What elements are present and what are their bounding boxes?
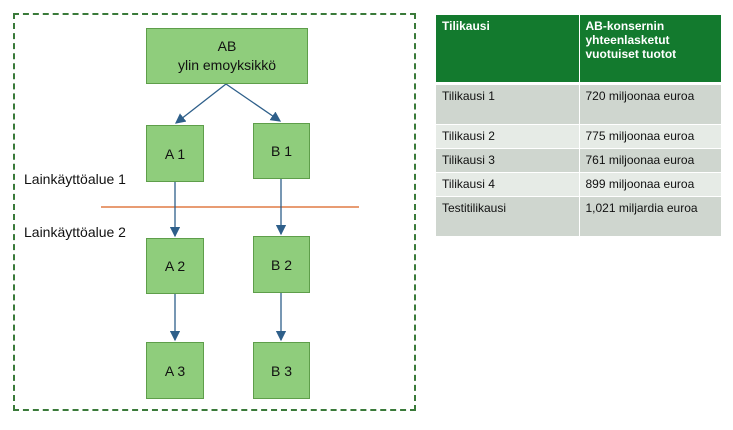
node-a2-label: A 2 — [164, 258, 186, 274]
arrow-ab-to-b1 — [225, 83, 282, 122]
table-cell-revenue: 761 miljoonaa euroa — [579, 148, 721, 173]
table-header-period: Tilikausi — [436, 15, 580, 85]
table-cell-revenue: 720 miljoonaa euroa — [579, 83, 721, 125]
node-b1-label: B 1 — [270, 143, 292, 159]
node-b3: B 3 — [253, 342, 310, 399]
table-cell-revenue: 775 miljoonaa euroa — [579, 124, 721, 149]
jurisdiction-1-label: Lainkäyttöalue 1 — [24, 171, 126, 187]
node-b2-label: B 2 — [270, 256, 292, 273]
table-cell-period: Tilikausi 2 — [436, 124, 580, 149]
node-a1: A 1 — [146, 125, 204, 182]
jurisdiction-2-label: Lainkäyttöalue 2 — [24, 224, 126, 240]
table-header-revenue: AB-konsernin yhteenlasketut vuotuiset tu… — [579, 15, 721, 85]
node-ab-title: AB — [217, 38, 237, 54]
table-cell-period: Tilikausi 3 — [436, 148, 580, 173]
node-b1: B 1 — [253, 123, 310, 179]
table-row: Tilikausi 3 761 miljoonaa euroa — [436, 148, 721, 173]
node-a1-label: A 1 — [164, 145, 186, 162]
node-a2: A 2 — [146, 238, 204, 294]
table-row: Testitilikausi 1,021 miljardia euroa — [436, 196, 721, 237]
node-ab-parent: AB ylin emoyksikkö — [146, 28, 308, 84]
revenue-table: Tilikausi AB-konsernin yhteenlasketut vu… — [436, 15, 721, 237]
table-cell-revenue: 1,021 miljardia euroa — [579, 196, 721, 237]
table-cell-revenue: 899 miljoonaa euroa — [579, 172, 721, 197]
table-cell-period: Tilikausi 1 — [436, 83, 580, 125]
table-header-row: Tilikausi AB-konsernin yhteenlasketut vu… — [436, 15, 721, 85]
node-a3-label: A 3 — [164, 362, 186, 379]
node-a3: A 3 — [146, 342, 204, 399]
node-b3-label: B 3 — [270, 362, 292, 379]
node-b2: B 2 — [253, 236, 310, 293]
arrow-ab-to-a1 — [174, 83, 227, 124]
table-cell-period: Tilikausi 4 — [436, 172, 580, 197]
table-row: Tilikausi 4 899 miljoonaa euroa — [436, 172, 721, 197]
group-boundary-frame — [13, 13, 416, 411]
node-ab-subtitle: ylin emoyksikkö — [177, 57, 277, 73]
table-row: Tilikausi 1 720 miljoonaa euroa — [436, 83, 721, 125]
table-row: Tilikausi 2 775 miljoonaa euroa — [436, 124, 721, 149]
table-cell-period: Testitilikausi — [436, 196, 580, 237]
